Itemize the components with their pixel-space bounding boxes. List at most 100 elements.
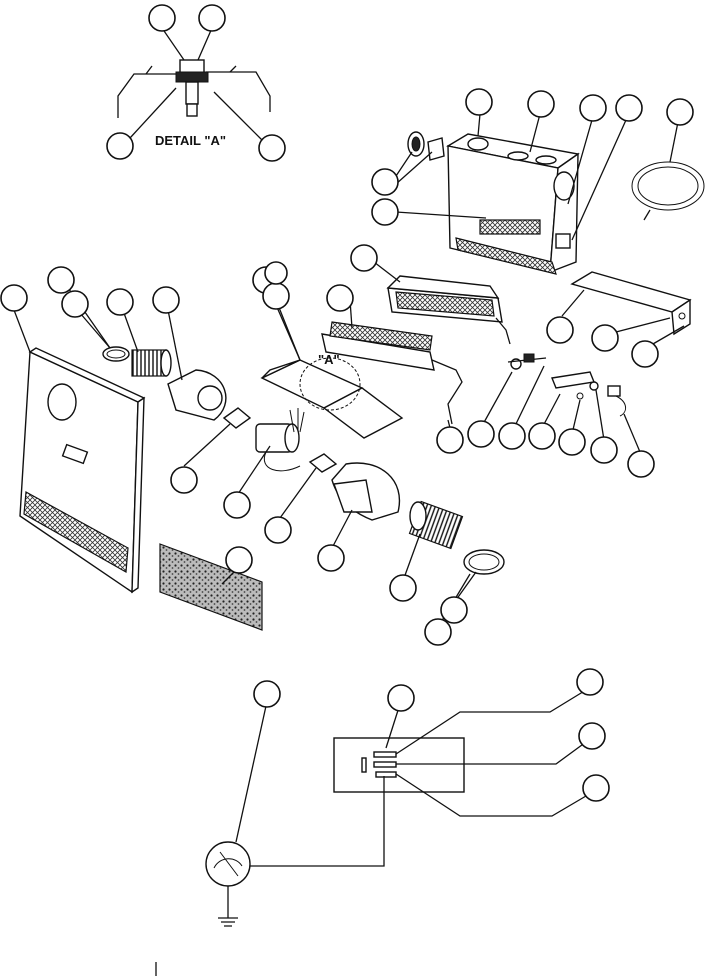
leader: [529, 113, 541, 153]
small-parts-group: [436, 353, 655, 478]
element-upper-coils: [395, 291, 495, 317]
switch-contact-bottom: [375, 771, 397, 778]
callout-bubble: [440, 596, 468, 624]
element-lower-coils: [329, 321, 433, 351]
leader: [279, 467, 317, 519]
callout-bubble: [47, 266, 75, 294]
callout-bubble: [152, 286, 180, 314]
leader: [395, 211, 487, 219]
detail-a-marker-label: "A": [318, 352, 340, 367]
detail-a-left-wire: [117, 73, 176, 118]
callout-bubble: [615, 94, 643, 122]
callout-bubble: [527, 90, 555, 118]
element-upper-lead: [495, 317, 511, 345]
switch-box: [333, 737, 465, 793]
cabinet-side-hole: [553, 171, 575, 201]
motor-mount-plate: [222, 407, 252, 429]
callout-bubble: [627, 450, 655, 478]
cabinet-port: [507, 151, 529, 161]
detail-a-flange: [175, 71, 209, 83]
motor-symbol: [205, 841, 251, 887]
washer: [576, 392, 584, 400]
leader: [623, 413, 641, 453]
blower-ring-inner: [106, 349, 126, 359]
leader: [331, 509, 353, 549]
callout-bubble: [582, 774, 610, 802]
heating-element-group: [321, 244, 692, 425]
callout-bubble: [223, 491, 251, 519]
switch-contact-top: [373, 751, 397, 758]
wire-to-motor: [250, 776, 385, 867]
terminal-block: [607, 385, 621, 397]
callout-bubble: [558, 428, 586, 456]
terminal-wire: [615, 395, 626, 417]
air-filter: [159, 543, 263, 631]
callout-bubble: [61, 290, 89, 318]
mount-bracket-top: [570, 271, 692, 313]
wire-middle: [396, 741, 587, 765]
leader: [615, 317, 671, 333]
callout-bubble: [148, 4, 176, 32]
front-panel-grille: [23, 491, 129, 573]
power-cord-coil-inner: [637, 166, 699, 206]
power-cord-end: [643, 209, 651, 221]
callout-bubble: [106, 288, 134, 316]
front-panel-group: [0, 284, 263, 631]
leader: [669, 121, 679, 163]
deflector-lip: [261, 359, 301, 379]
cabinet-terminal: [555, 233, 571, 249]
callout-bubble: [371, 198, 399, 226]
callout-bubble: [389, 574, 417, 602]
detail-a-tip: [186, 103, 198, 117]
callout-bubble: [387, 684, 415, 712]
detail-a-caption: DETAIL "A": [155, 133, 226, 148]
motor-leads: [263, 408, 305, 472]
leader: [595, 389, 605, 441]
cabinet-port: [535, 155, 557, 165]
callout-bubble: [666, 98, 694, 126]
detail-a-stem: [185, 81, 199, 105]
nut: [589, 381, 599, 391]
leader: [541, 393, 561, 429]
callout-bubble: [0, 284, 28, 312]
callout-bubble: [591, 324, 619, 352]
element-lower-frame: [321, 333, 435, 371]
leader: [395, 151, 433, 185]
leader: [237, 445, 271, 495]
callout-bubble: [590, 436, 618, 464]
callout-bubble: [546, 316, 574, 344]
leader: [275, 299, 301, 361]
power-cord-coil: [631, 161, 705, 211]
switch-contact-left: [361, 757, 367, 773]
blower-assembly-group: [47, 266, 505, 646]
control-body: [523, 353, 535, 363]
callout-bubble: [264, 516, 292, 544]
cabinet-housing-group: [371, 88, 705, 275]
leader: [455, 571, 477, 601]
element-upper-top: [386, 275, 500, 299]
gasket-hole: [411, 136, 421, 152]
blower-motor-end: [284, 423, 300, 453]
wire-top: [395, 689, 587, 755]
leader: [129, 87, 177, 139]
blower-ring-right-inner: [468, 553, 500, 571]
blower-housing-opening: [333, 479, 373, 513]
leader: [481, 371, 513, 427]
leader: [13, 309, 31, 353]
callout-bubble: [576, 668, 604, 696]
element-lower-lead: [431, 359, 463, 425]
callout-bubble: [106, 132, 134, 160]
leader: [513, 365, 545, 429]
callout-bubble: [264, 261, 288, 285]
leader: [213, 91, 263, 141]
blower-wheel-right-end: [409, 501, 427, 531]
detail-a-wire-clips: [145, 65, 237, 75]
callout-bubble: [424, 618, 452, 646]
detail-a-group: DETAIL "A": [106, 4, 286, 162]
leader: [161, 27, 185, 61]
deflector-group: "A": [252, 261, 404, 439]
mount-bracket-hole: [678, 312, 686, 320]
callout-bubble: [578, 722, 606, 750]
callout-bubble: [436, 426, 464, 454]
